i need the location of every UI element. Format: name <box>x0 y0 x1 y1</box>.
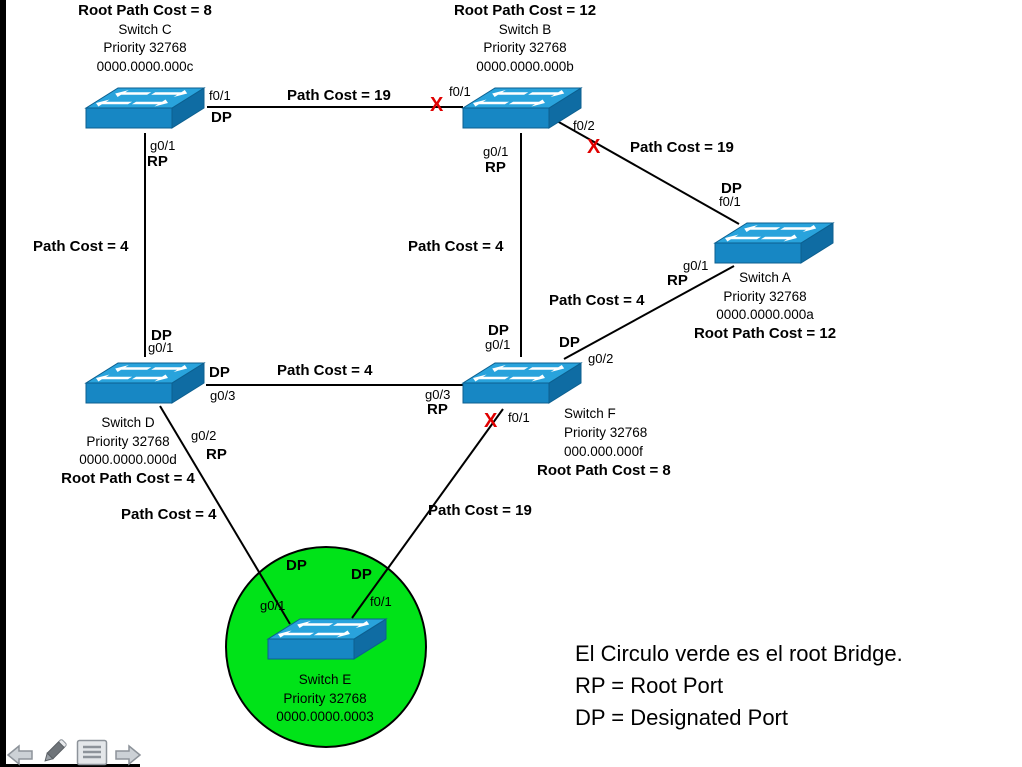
role-d-g02-rp: RP <box>206 446 227 463</box>
role-b-g01-rp: RP <box>485 159 506 176</box>
switch-e-text: Switch E Priority 32768 0000.0000.0003 <box>225 671 425 727</box>
role-a-f01-dp: DP <box>721 180 742 197</box>
switch-c-priority: Priority 32768 <box>103 40 187 55</box>
switch-c-mac: 0000.0000.000c <box>96 58 194 74</box>
port-a-g01: g0/1 <box>683 258 709 273</box>
switch-d-icon <box>84 355 206 409</box>
slideshow-menu-button[interactable] <box>76 739 108 766</box>
switch-c-text: Root Path Cost = 8 Switch C Priority 327… <box>45 2 245 76</box>
switch-b-priority: Priority 32768 <box>483 40 567 55</box>
link-f-a <box>563 265 735 360</box>
link-ba-cost-label: Path Cost = 19 <box>630 139 734 156</box>
switch-a-mac: 0000.0000.000a <box>716 307 814 322</box>
switch-b-mac: 0000.0000.000b <box>476 58 574 74</box>
role-c-f01-dp: DP <box>211 109 232 126</box>
switch-c-name: Switch C <box>118 21 172 37</box>
port-b-f01: f0/1 <box>449 84 471 99</box>
blocked-x-cb: X <box>430 94 444 116</box>
link-cb-cost-label: Path Cost = 19 <box>287 87 391 104</box>
link-d-e <box>159 405 291 625</box>
switch-f-name: Switch F <box>564 406 616 421</box>
switch-a-icon <box>713 215 835 269</box>
role-f-g03-rp: RP <box>427 401 448 418</box>
port-b-g01: g0/1 <box>483 144 509 159</box>
role-e-g01-dp: DP <box>286 557 307 574</box>
legend: El Circulo verde es el root Bridge. RP =… <box>575 638 903 734</box>
port-d-g02: g0/2 <box>191 428 217 443</box>
link-b-a <box>556 120 740 225</box>
port-e-g01: g0/1 <box>260 598 286 613</box>
switch-a-text: Switch A Priority 32768 0000.0000.000a R… <box>665 269 865 343</box>
switch-d-text: Switch D Priority 32768 0000.0000.000d R… <box>28 414 228 488</box>
link-f-e <box>351 408 504 619</box>
legend-line-rp: RP = Root Port <box>575 673 724 698</box>
blocked-x-ba: X <box>587 136 601 158</box>
switch-c-icon <box>84 80 206 134</box>
switch-b-name: Switch B <box>498 21 552 37</box>
role-e-f01-dp: DP <box>351 566 372 583</box>
port-a-f01: f0/1 <box>719 194 741 209</box>
role-f-g02-dp: DP <box>559 334 580 351</box>
switch-b-root-cost: Root Path Cost = 12 <box>453 2 597 19</box>
port-c-f01: f0/1 <box>209 88 231 103</box>
switch-d-mac: 0000.0000.000d <box>79 452 177 467</box>
port-f-f01: f0/1 <box>508 410 530 425</box>
switch-b-icon <box>461 80 583 134</box>
screen-edge-bottom <box>0 764 140 767</box>
switch-e-icon <box>266 611 388 665</box>
switch-e-name: Switch E <box>298 672 352 687</box>
switch-e-mac: 0000.0000.0003 <box>276 709 374 724</box>
port-f-g01: g0/1 <box>485 337 511 352</box>
role-f-g01-dp: DP <box>488 322 509 339</box>
legend-line-dp: DP = Designated Port <box>575 705 788 730</box>
link-df-cost-label: Path Cost = 4 <box>277 362 373 379</box>
switch-a-root-cost: Root Path Cost = 12 <box>693 324 837 342</box>
role-c-g01-rp: RP <box>147 153 168 170</box>
switch-a-priority: Priority 32768 <box>723 288 807 304</box>
port-c-g01: g0/1 <box>150 138 176 153</box>
switch-f-mac: 000.000.000f <box>564 444 643 459</box>
link-bf-cost-label: Path Cost = 4 <box>408 238 504 255</box>
next-slide-button[interactable] <box>114 744 142 766</box>
link-de-cost-label: Path Cost = 4 <box>121 506 217 523</box>
switch-d-name: Switch D <box>101 415 155 430</box>
pen-tool-button[interactable] <box>40 736 70 766</box>
screen-edge-left <box>0 0 6 767</box>
switch-f-icon <box>461 355 583 409</box>
link-cd-cost-label: Path Cost = 4 <box>33 238 129 255</box>
switch-d-priority: Priority 32768 <box>86 433 170 449</box>
presentation-toolbar <box>6 736 142 766</box>
port-e-f01: f0/1 <box>370 594 392 609</box>
switch-e-priority: Priority 32768 <box>283 690 367 706</box>
port-b-f02: f0/2 <box>573 118 595 133</box>
link-fa-cost-label: Path Cost = 4 <box>549 292 645 309</box>
switch-f-priority: Priority 32768 <box>564 425 648 440</box>
port-f-g03: g0/3 <box>425 387 451 402</box>
port-d-g03: g0/3 <box>210 388 236 403</box>
role-d-g03-dp: DP <box>209 364 230 381</box>
switch-f-root-cost: Root Path Cost = 8 <box>537 462 671 479</box>
switch-d-root-cost: Root Path Cost = 4 <box>61 469 195 487</box>
role-d-g01-dp: DP <box>151 327 172 344</box>
port-f-g02: g0/2 <box>588 351 614 366</box>
switch-c-root-cost: Root Path Cost = 8 <box>78 2 212 19</box>
link-fe-cost-label: Path Cost = 19 <box>428 502 532 519</box>
blocked-x-fe: X <box>484 410 498 432</box>
port-d-g01: g0/1 <box>148 340 174 355</box>
role-a-g01-rp: RP <box>667 272 688 289</box>
switch-b-text: Root Path Cost = 12 Switch B Priority 32… <box>425 2 625 76</box>
previous-slide-button[interactable] <box>6 744 34 766</box>
legend-line-root-bridge: El Circulo verde es el root Bridge. <box>575 641 903 666</box>
switch-a-name: Switch A <box>739 270 791 285</box>
